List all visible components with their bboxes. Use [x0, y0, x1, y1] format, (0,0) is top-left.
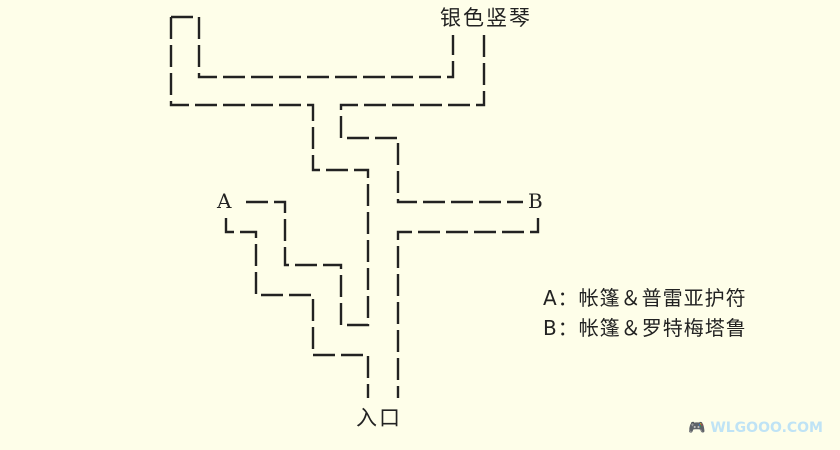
point-a-label: A	[217, 189, 232, 213]
maze-wall-left-outer	[169, 17, 370, 327]
legend-item-a: A：帐篷＆普雷亚护符	[543, 286, 747, 310]
watermark-text: WLGOOO.COM	[710, 420, 823, 436]
maze-wall-lower-right	[396, 218, 540, 398]
point-b-label: B	[528, 189, 543, 213]
destination-label-silver-harp: 银色竖琴	[440, 6, 532, 30]
maze-wall-lower-left	[224, 218, 370, 398]
maze-wall-inner-upper	[197, 17, 455, 79]
gamepad-icon: 🎮	[688, 420, 706, 436]
entrance-label: 入口	[356, 406, 402, 430]
legend-item-b: B：帐篷＆罗特梅塔鲁	[543, 316, 747, 340]
watermark: 🎮 WLGOOO.COM	[688, 420, 823, 436]
maze-wall-right-outer	[339, 35, 523, 204]
